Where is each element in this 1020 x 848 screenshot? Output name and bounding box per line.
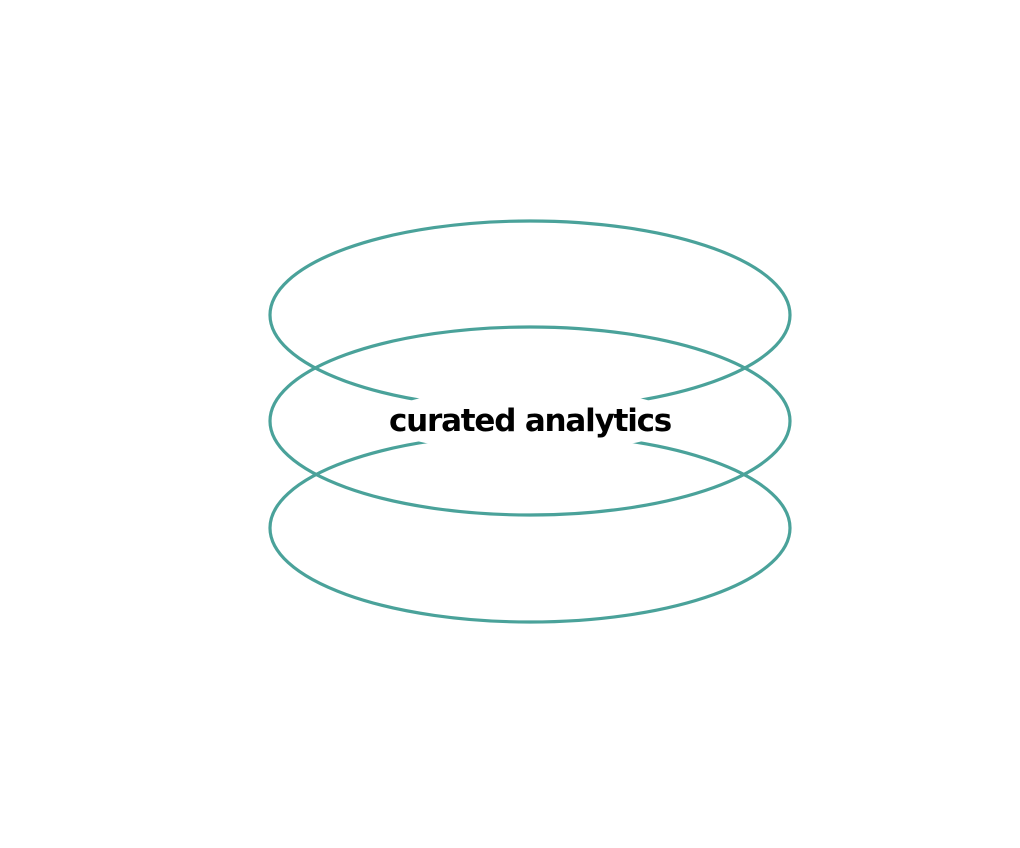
bottom-ring	[268, 432, 792, 624]
center-label: curated analytics	[388, 403, 672, 439]
top-ring	[268, 219, 792, 411]
middle-ring	[268, 325, 792, 517]
